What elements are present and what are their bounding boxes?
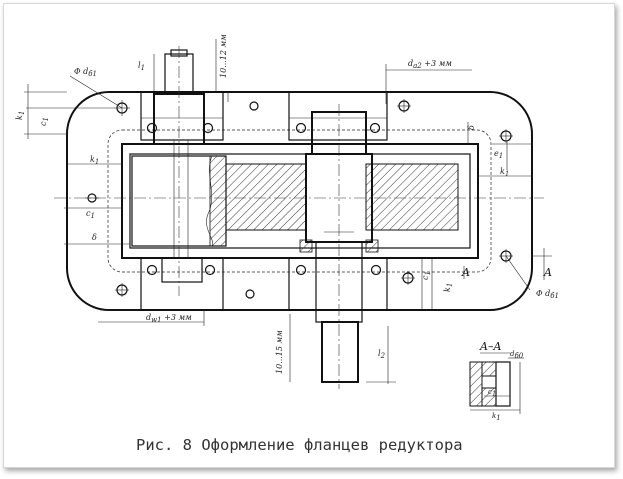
label-k1-bot: k1 bbox=[443, 283, 454, 292]
label-10-15: 10...15 мм bbox=[275, 330, 284, 374]
label-delta-top: δ bbox=[467, 125, 476, 130]
label-10-12: 10...12 мм bbox=[219, 34, 228, 78]
label-A-right: A bbox=[543, 266, 552, 279]
dimension-labels: Φ dб1 l1 10...12 мм da2 +3 мм k1 c1 k1 c… bbox=[15, 34, 559, 374]
label-da-plus: da2 +3 мм bbox=[408, 59, 452, 70]
section-label-k1: k1 bbox=[492, 412, 501, 422]
section-label-c1: c1 bbox=[488, 388, 496, 398]
figure-caption: Рис. 8 Оформление фланцев редуктора bbox=[136, 436, 463, 454]
label-A-left: A bbox=[461, 266, 470, 279]
section-a-a: A–A dб0 c1 k1 bbox=[469, 340, 524, 422]
bearing-boss-bottom bbox=[140, 257, 388, 311]
bolt-holes bbox=[85, 99, 513, 299]
label-dw-plus: dw1 +3 мм bbox=[146, 313, 192, 324]
label-c1-bot: c1 bbox=[421, 271, 432, 280]
figure-frame: Φ dб1 l1 10...12 мм da2 +3 мм k1 c1 k1 c… bbox=[3, 3, 615, 468]
label-phi-d-top: Φ dб1 bbox=[74, 67, 97, 78]
label-phi-d-right: Φ dб1 bbox=[536, 289, 559, 300]
label-k1-left: k1 bbox=[15, 111, 26, 120]
housing-wall bbox=[121, 143, 479, 259]
section-label-d: dб0 bbox=[510, 350, 524, 360]
label-k1-right: k1 bbox=[500, 167, 509, 178]
bearing-boss-top bbox=[140, 91, 388, 141]
label-c1-mid: c1 bbox=[86, 209, 95, 220]
label-l1: l1 bbox=[138, 61, 145, 72]
label-c1-left: c1 bbox=[39, 117, 50, 126]
gearbox-flange-drawing: Φ dб1 l1 10...12 мм da2 +3 мм k1 c1 k1 c… bbox=[15, 34, 559, 454]
flange-inner-dashed bbox=[107, 129, 492, 273]
label-delta-left: δ bbox=[92, 233, 97, 242]
label-l2: l2 bbox=[378, 349, 386, 360]
dimension-lines bbox=[24, 39, 552, 384]
wheel-gear bbox=[225, 163, 459, 253]
label-k1-mid: k1 bbox=[90, 155, 99, 166]
section-title: A–A bbox=[479, 340, 501, 353]
label-e1-right: e1 bbox=[494, 149, 503, 160]
